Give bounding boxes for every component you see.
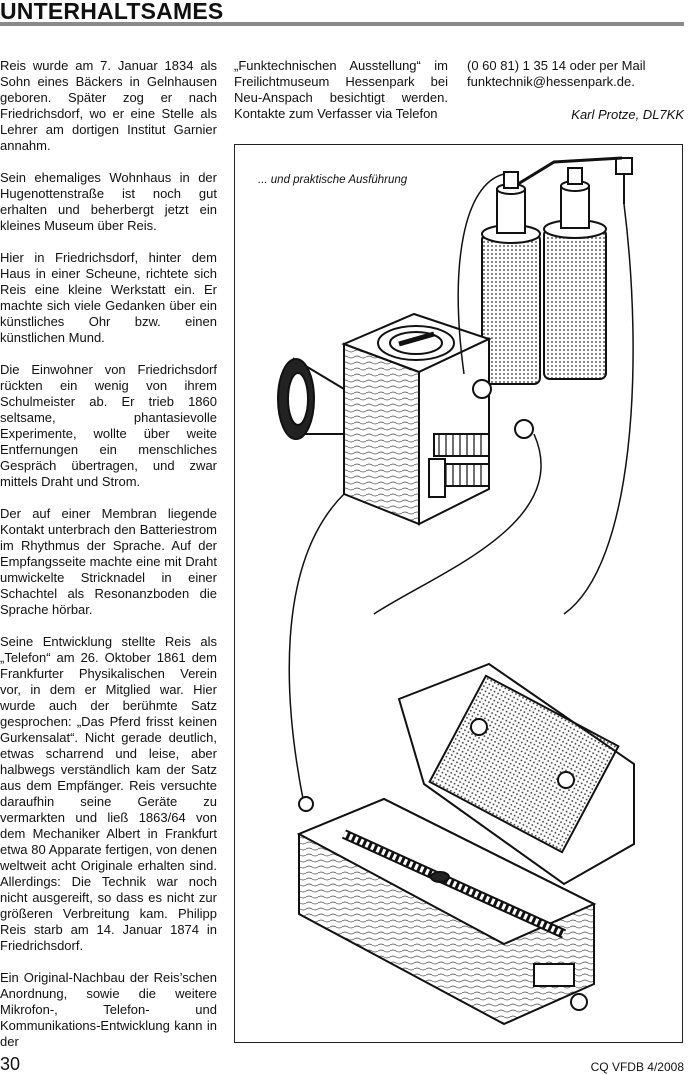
paragraph: Die Einwohner von Friedrichsdorf rückten… [0, 362, 217, 489]
battery-left [481, 171, 541, 385]
paragraph: Reis wurde am 7. Januar 1834 als Sohn ei… [0, 58, 217, 153]
paragraph: Sein ehemaliges Wohnhaus in der Hugenott… [0, 170, 217, 233]
section-title: UNTERHALTSAMES [0, 0, 224, 24]
issue-label: CQ VFDB 4/2008 [590, 1060, 684, 1074]
paragraph: Seine Entwicklung stellte Reis als „Tele… [0, 634, 217, 953]
figure-frame [234, 144, 683, 1043]
paragraph: Ein Original-Nachbau der Reis’schen Anor… [0, 970, 217, 1049]
transmitter [277, 312, 534, 526]
receiver [296, 662, 635, 1026]
telephone-illustration [277, 156, 635, 1026]
author-signature: Karl Protze, DL7KK [571, 107, 684, 122]
paragraph: „Funktechnischen Ausstellung“ im Freilic… [234, 58, 448, 121]
page-number: 30 [0, 1054, 21, 1074]
right-column: (0 60 81) 1 35 14 oder per Mail funktech… [467, 58, 685, 90]
paragraph: Hier in Friedrichsdorf, hinter dem Haus … [0, 250, 217, 345]
middle-column: „Funktechnischen Ausstellung“ im Freilic… [234, 58, 448, 138]
left-column: Reis wurde am 7. Januar 1834 als Sohn ei… [0, 58, 217, 1066]
header-rule [0, 22, 684, 26]
battery-right [543, 157, 633, 380]
paragraph: (0 60 81) 1 35 14 oder per Mail funktech… [467, 58, 646, 89]
figure-caption: ... und praktische Ausführung [258, 174, 408, 186]
paragraph: Der auf einer Membran liegende Kontakt u… [0, 506, 217, 617]
